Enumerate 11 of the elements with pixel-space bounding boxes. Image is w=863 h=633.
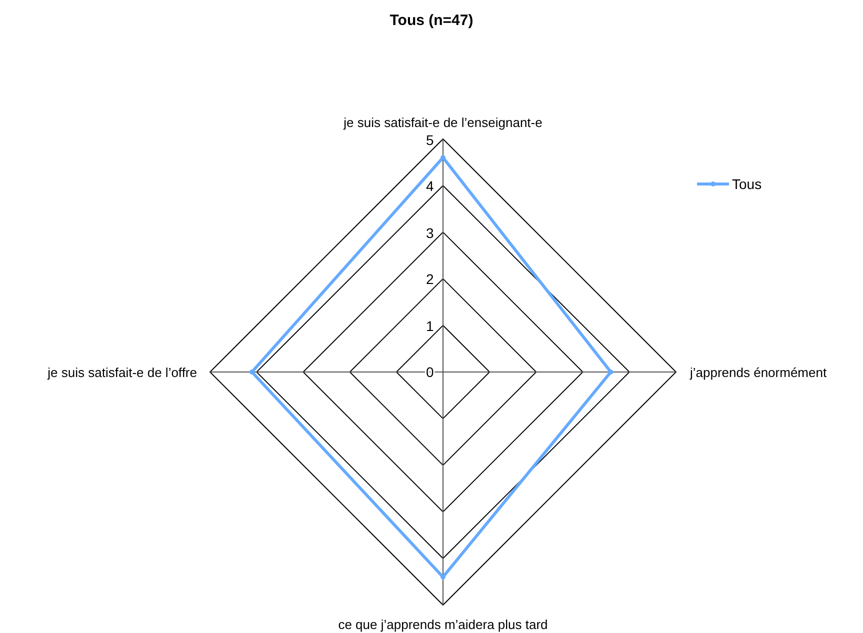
tick-label: 1 (426, 318, 434, 334)
tick-label: 4 (426, 178, 434, 194)
tick-label: 5 (426, 132, 434, 148)
legend-label: Tous (732, 176, 762, 192)
axis-label: je suis satisfait-e de l’enseignant-e (344, 115, 542, 130)
chart-title: Tous (n=47) (390, 12, 474, 29)
tick-label: 3 (426, 225, 434, 241)
axis-label: j’apprends énormément (690, 365, 827, 380)
axis-label: ce que j’apprends m’aidera plus tard (338, 617, 548, 632)
tick-label: 2 (426, 271, 434, 287)
axis-label: je suis satisfait-e de l’offre (48, 365, 197, 380)
